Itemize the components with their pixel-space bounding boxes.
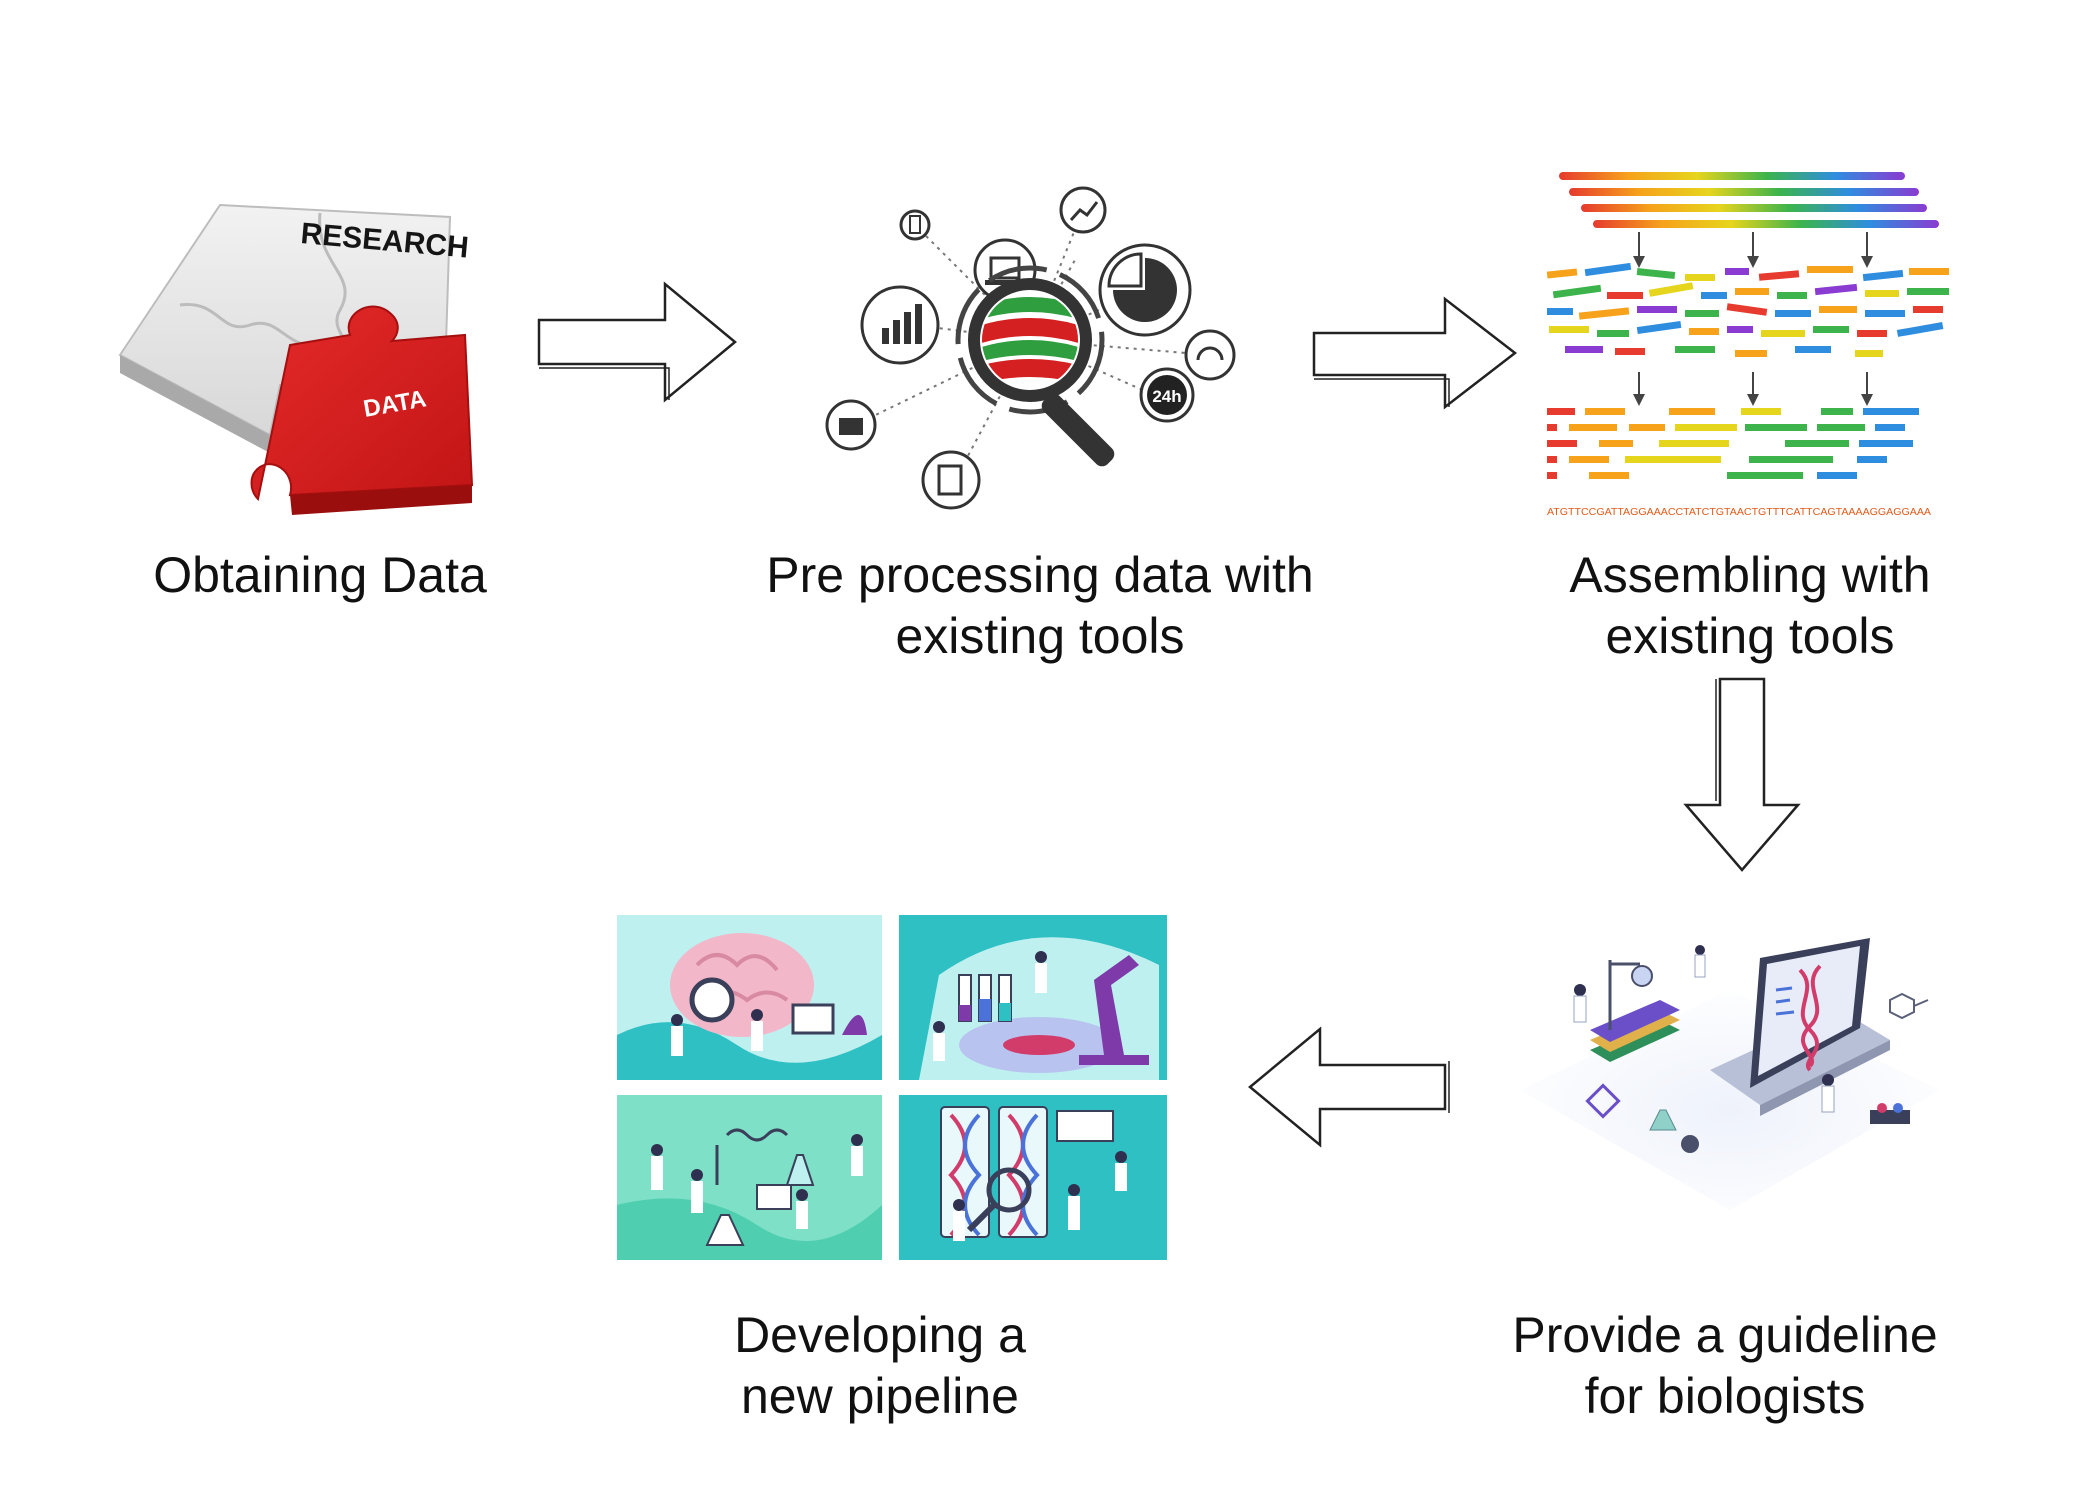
caption-line: Developing a bbox=[734, 1307, 1026, 1363]
caption-obtaining-data: Obtaining Data bbox=[100, 545, 540, 606]
magnifier-analytics-icon: 24h bbox=[825, 186, 1236, 510]
collage-panel-microscope bbox=[899, 915, 1167, 1080]
caption-line: Provide a guideline bbox=[1512, 1307, 1938, 1363]
dna-sequence-text: ATGTTCCGATTAGGAAACCTATCTGTAACTGTTTCATTCA… bbox=[1547, 507, 1931, 518]
badge-24h: 24h bbox=[1152, 387, 1181, 406]
collage-panel-dna bbox=[899, 1095, 1167, 1260]
isometric-lab-laptop-icon bbox=[1520, 938, 1940, 1210]
caption-line: for biologists bbox=[1584, 1368, 1866, 1424]
science-collage-icon bbox=[617, 915, 1167, 1260]
caption-preprocessing: Pre processing data with existing tools bbox=[740, 545, 1340, 667]
collage-panel-brain bbox=[617, 915, 882, 1080]
research-data-puzzle-icon: RESEARCH DATA bbox=[118, 203, 474, 515]
caption-line: existing tools bbox=[1605, 608, 1895, 664]
flow-arrow-right bbox=[537, 281, 737, 403]
caption-line: Pre processing data with bbox=[766, 547, 1314, 603]
flow-arrow-left bbox=[1248, 1026, 1450, 1148]
collage-panel-lab-bench bbox=[617, 1095, 882, 1260]
flow-arrow-down bbox=[1683, 677, 1801, 872]
sequence-assembly-icon: ATGTTCCGATTAGGAAACCTATCTGTAACTGTTTCATTCA… bbox=[1546, 172, 1949, 518]
caption-guideline: Provide a guideline for biologists bbox=[1460, 1305, 1990, 1427]
caption-line: new pipeline bbox=[741, 1368, 1019, 1424]
flow-arrow-right bbox=[1312, 296, 1518, 410]
caption-line: Obtaining Data bbox=[153, 547, 487, 603]
caption-line: Assembling with bbox=[1569, 547, 1931, 603]
caption-pipeline: Developing a new pipeline bbox=[630, 1305, 1130, 1427]
caption-assembling: Assembling with existing tools bbox=[1500, 545, 2000, 667]
caption-line: existing tools bbox=[895, 608, 1185, 664]
